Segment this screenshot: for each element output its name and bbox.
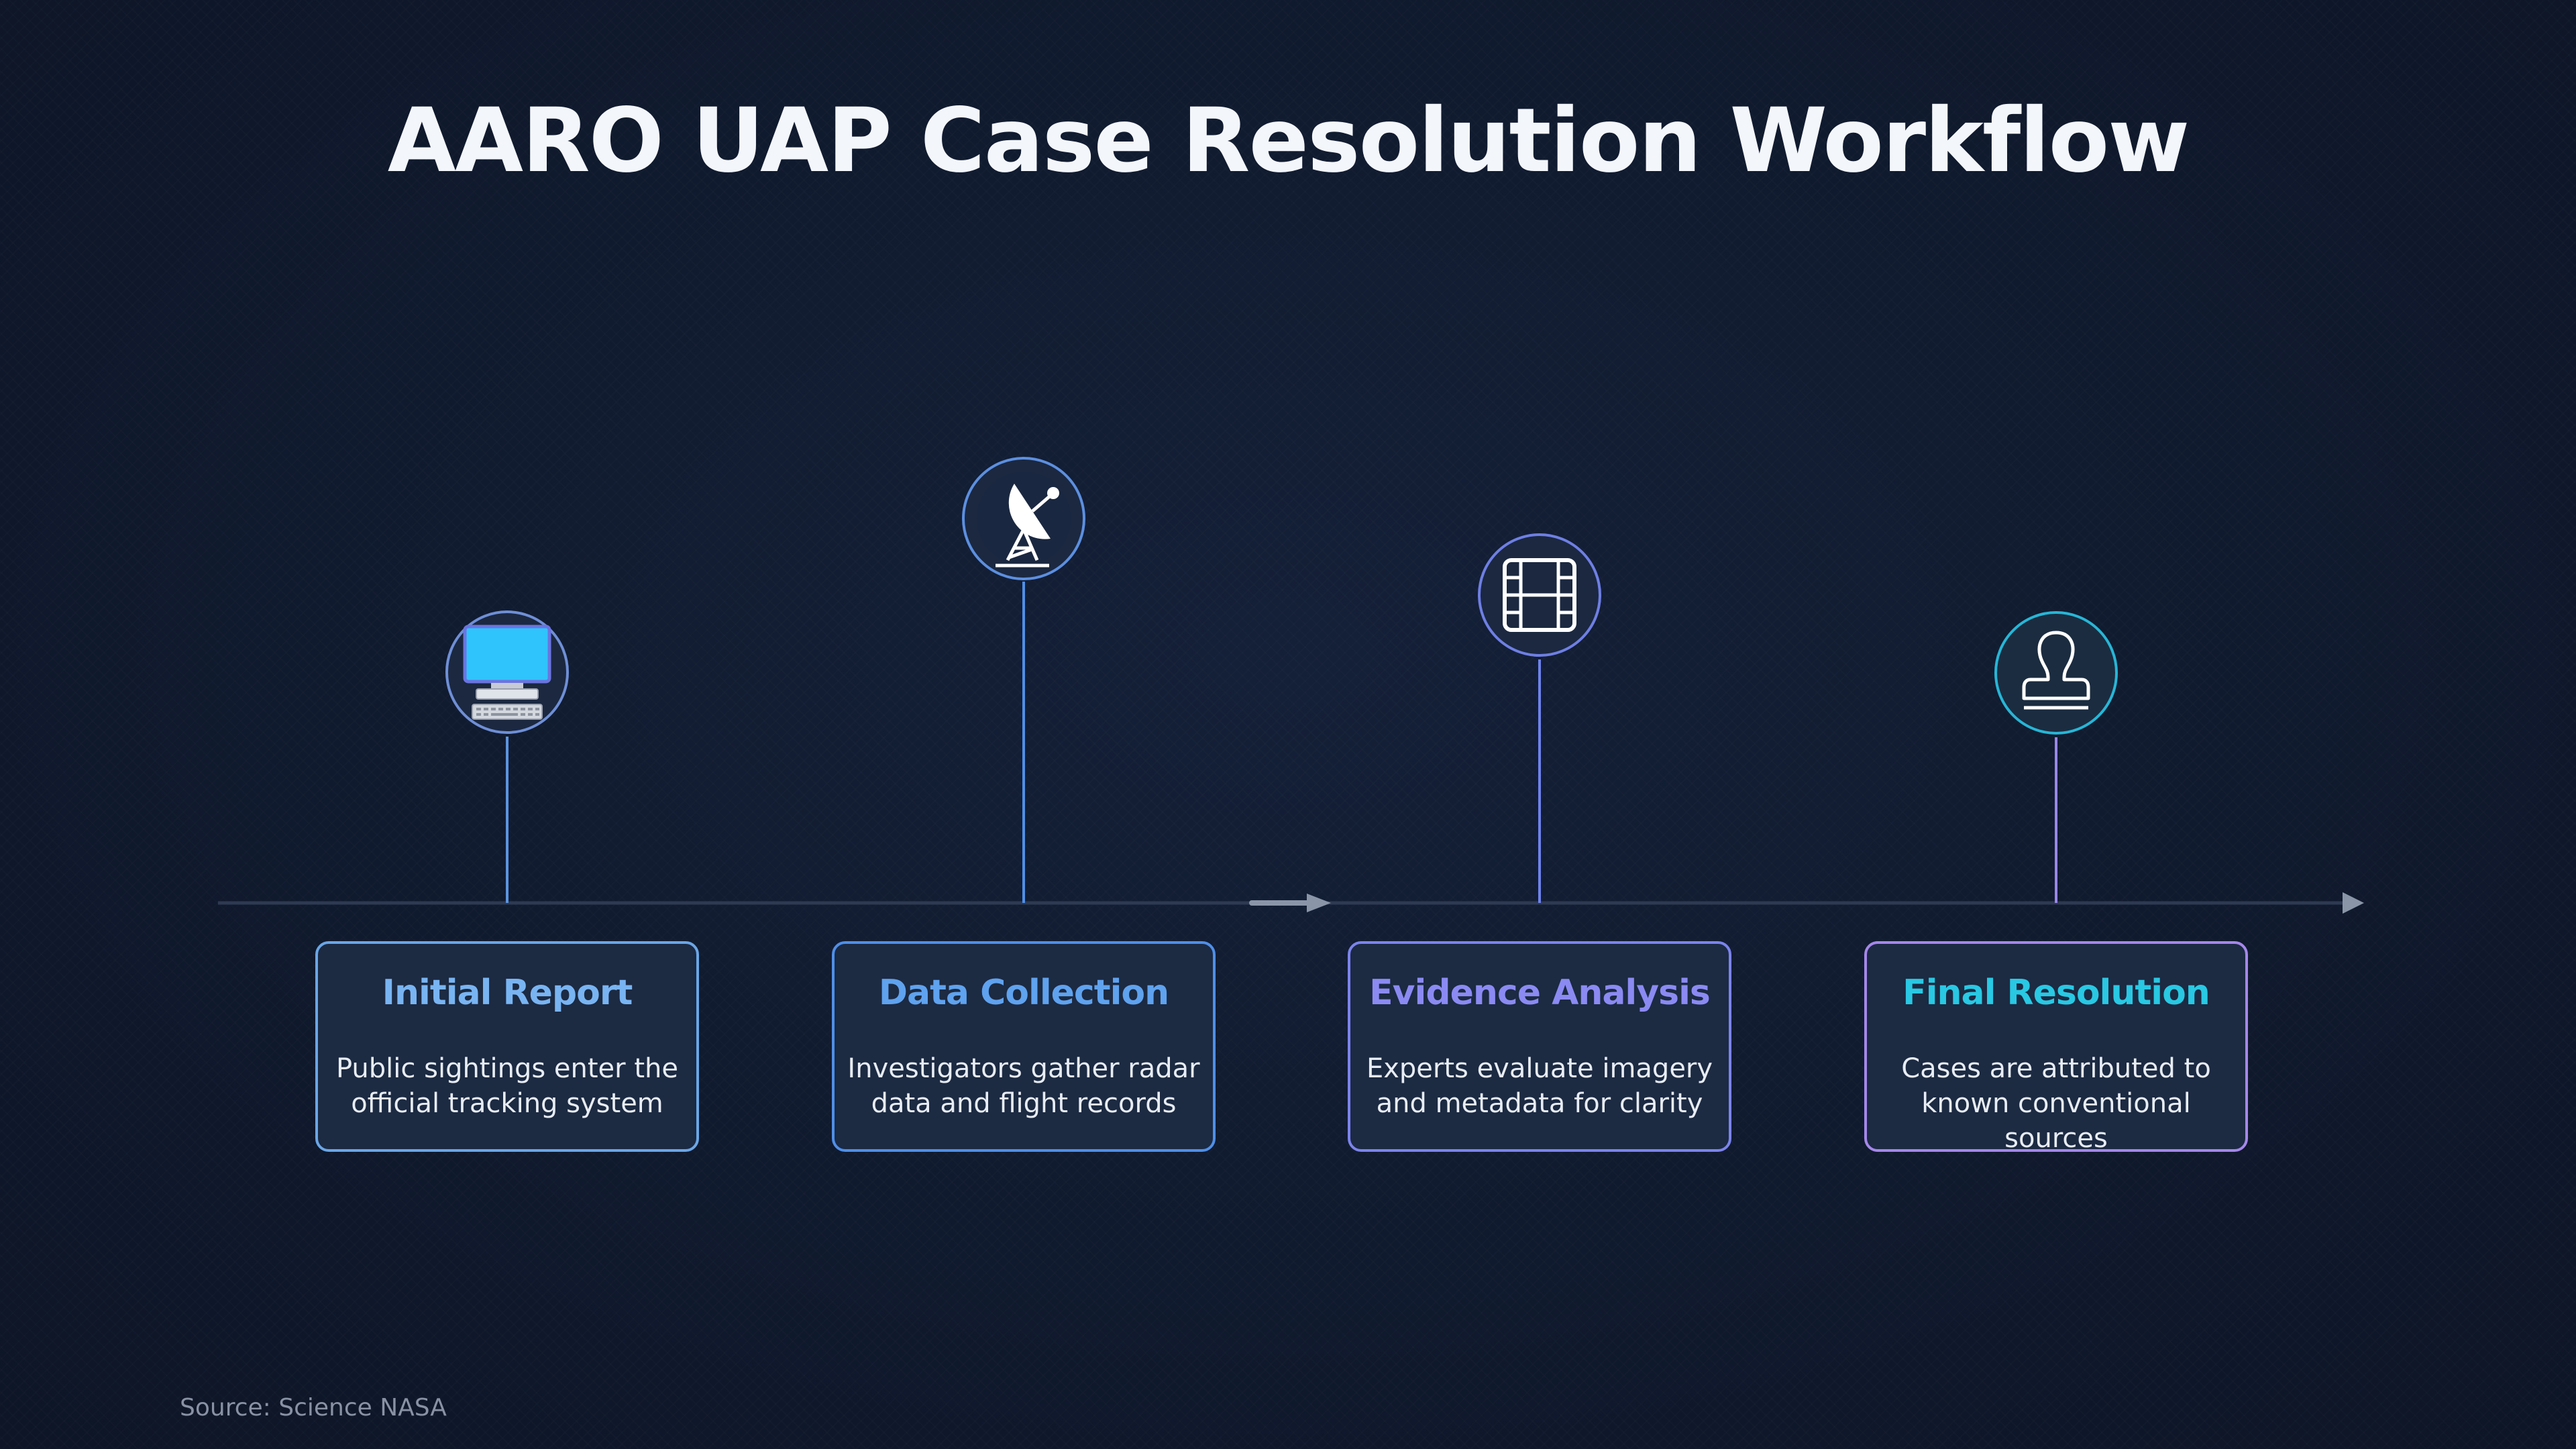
- satellite-dish-icon: [977, 472, 1071, 568]
- timeline-arrow-head: [2343, 892, 2364, 914]
- stage-description: Public sightings enter the official trac…: [327, 1051, 687, 1121]
- stage-title: Final Resolution: [1902, 973, 2210, 1013]
- stage-card-initial-report: Initial Report Public sightings enter th…: [315, 941, 699, 1152]
- stage-title: Evidence Analysis: [1369, 973, 1711, 1013]
- stage-description-line: and metadata for clarity: [1376, 1088, 1703, 1119]
- stage-node-final-resolution: [1994, 611, 2118, 735]
- page-title: AARO UAP Case Resolution Workflow: [387, 89, 2190, 193]
- stage-card-data-collection: Data Collection Investigators gather rad…: [832, 941, 1216, 1152]
- stage-description-line: data and flight records: [871, 1088, 1177, 1119]
- stage-card-final-resolution: Final Resolution Cases are attributed to…: [1864, 941, 2248, 1154]
- computer-icon: [463, 625, 551, 720]
- stage-description: Investigators gather radar data and flig…: [844, 1051, 1203, 1121]
- stage-node-initial-report: [445, 610, 569, 734]
- stage-card-evidence-analysis: Evidence Analysis Experts evaluate image…: [1348, 941, 1731, 1152]
- stage-title: Data Collection: [878, 973, 1169, 1013]
- film-icon: [1503, 558, 1576, 632]
- stage-description-line: Cases are attributed to: [1901, 1053, 2211, 1084]
- stage-title: Initial Report: [382, 973, 633, 1013]
- stage-description-line: known conventional sources: [1921, 1088, 2191, 1154]
- flow-arrow-head: [1307, 894, 1331, 912]
- stamp-icon: [2022, 631, 2090, 710]
- stage-node-evidence-analysis: [1478, 533, 1601, 657]
- stage-description: Experts evaluate imagery and metadata fo…: [1360, 1051, 1719, 1121]
- source-caption: Source: Science NASA: [180, 1394, 447, 1421]
- stage-description-line: Experts evaluate imagery: [1366, 1053, 1713, 1084]
- stage-description-line: Investigators gather radar: [847, 1053, 1200, 1084]
- stage-description: Cases are attributed to known convention…: [1876, 1051, 2236, 1156]
- stage-description-line: Public sightings enter the: [336, 1053, 678, 1084]
- stage-node-data-collection: [962, 457, 1085, 580]
- stage-description-line: official tracking system: [351, 1088, 663, 1119]
